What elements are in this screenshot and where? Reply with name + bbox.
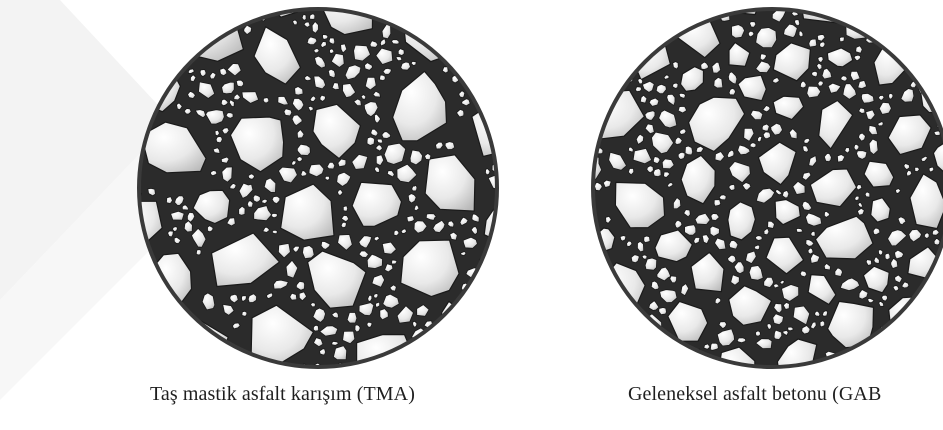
fine-aggregate-stone: [398, 49, 404, 56]
fine-aggregate-stone: [854, 144, 859, 150]
fine-aggregate-stone: [242, 311, 247, 316]
fine-aggregate-stone: [401, 62, 411, 70]
fine-aggregate-stone: [763, 132, 770, 139]
fine-aggregate-stone: [347, 312, 357, 323]
fine-aggregate-stone: [755, 236, 762, 241]
fine-aggregate-stone: [377, 139, 383, 143]
fine-aggregate-stone: [750, 22, 756, 28]
fine-aggregate-stone: [216, 137, 222, 143]
fine-aggregate-stone: [330, 49, 335, 54]
fine-aggregate-stone: [814, 311, 820, 316]
fine-aggregate-stone: [653, 169, 661, 177]
dense-graded-asphalt-section: [584, 0, 943, 376]
coarse-aggregate-stone: [591, 263, 645, 319]
fine-aggregate-stone: [284, 109, 292, 116]
fine-aggregate-stone: [412, 185, 417, 191]
fine-aggregate-stone: [355, 325, 360, 332]
fine-aggregate-stone: [343, 206, 347, 212]
dense-graded-asphalt-cross-section: [584, 0, 943, 376]
fine-aggregate-stone: [310, 14, 315, 20]
fine-aggregate-stone: [196, 250, 201, 256]
fine-aggregate-stone: [272, 230, 277, 233]
fine-aggregate-stone: [329, 38, 335, 44]
fine-aggregate-stone: [211, 171, 217, 176]
fine-aggregate-stone: [878, 250, 883, 256]
fine-aggregate-stone: [818, 81, 824, 86]
fine-aggregate-stone: [171, 211, 185, 220]
fine-aggregate-stone: [603, 180, 611, 187]
fine-aggregate-stone: [263, 98, 269, 103]
fine-aggregate-stone: [645, 258, 657, 270]
fine-aggregate-stone: [236, 80, 243, 87]
fine-aggregate-stone: [678, 152, 685, 159]
fine-aggregate-stone: [374, 293, 378, 298]
fine-aggregate-stone: [714, 200, 721, 207]
fine-aggregate-stone: [311, 303, 316, 307]
fine-aggregate-stone: [271, 214, 277, 218]
fine-aggregate-stone: [710, 343, 718, 350]
fine-aggregate-stone: [644, 236, 650, 243]
fine-aggregate-stone: [445, 142, 455, 150]
fine-aggregate-stone: [685, 225, 696, 236]
fine-aggregate-stone: [762, 124, 769, 131]
stone-mastic-asphalt-caption: Taş mastik asfalt karışım (TMA): [150, 383, 415, 406]
fine-aggregate-stone: [380, 75, 386, 81]
stone-mastic-asphalt-section: [130, 0, 506, 376]
fine-aggregate-stone: [303, 246, 315, 259]
coarse-aggregate-stone: [441, 301, 472, 343]
fine-aggregate-stone: [750, 143, 756, 148]
fine-aggregate-stone: [323, 35, 329, 40]
fine-aggregate-stone: [788, 327, 794, 331]
fine-aggregate-stone: [384, 143, 406, 164]
fine-aggregate-stone: [332, 341, 339, 345]
fine-aggregate-stone: [737, 338, 746, 343]
fine-aggregate-stone: [659, 308, 667, 315]
fine-aggregate-stone: [392, 260, 397, 264]
fine-aggregate-stone: [314, 49, 319, 53]
fine-aggregate-stone: [341, 222, 346, 227]
fine-aggregate-stone: [885, 253, 890, 260]
fine-aggregate-stone: [820, 321, 825, 327]
fine-aggregate-stone: [756, 331, 761, 336]
fine-aggregate-stone: [865, 192, 870, 198]
fine-aggregate-stone: [729, 184, 735, 190]
fine-aggregate-stone: [809, 39, 817, 47]
fine-aggregate-stone: [820, 42, 825, 48]
fine-aggregate-stone: [367, 137, 375, 146]
dense-graded-asphalt-caption: Geleneksel asfalt betonu (GAB: [628, 383, 881, 406]
fine-aggregate-stone: [811, 231, 815, 236]
fine-aggregate-stone: [729, 88, 736, 95]
stone-mastic-asphalt-cross-section: [130, 0, 506, 376]
fine-aggregate-stone: [391, 40, 399, 45]
fine-aggregate-stone: [841, 76, 848, 81]
fine-aggregate-stone: [313, 325, 318, 331]
fine-aggregate-stone: [840, 37, 845, 42]
fine-aggregate-stone: [635, 87, 641, 92]
fine-aggregate-stone: [800, 271, 807, 277]
fine-aggregate-stone: [685, 146, 693, 155]
